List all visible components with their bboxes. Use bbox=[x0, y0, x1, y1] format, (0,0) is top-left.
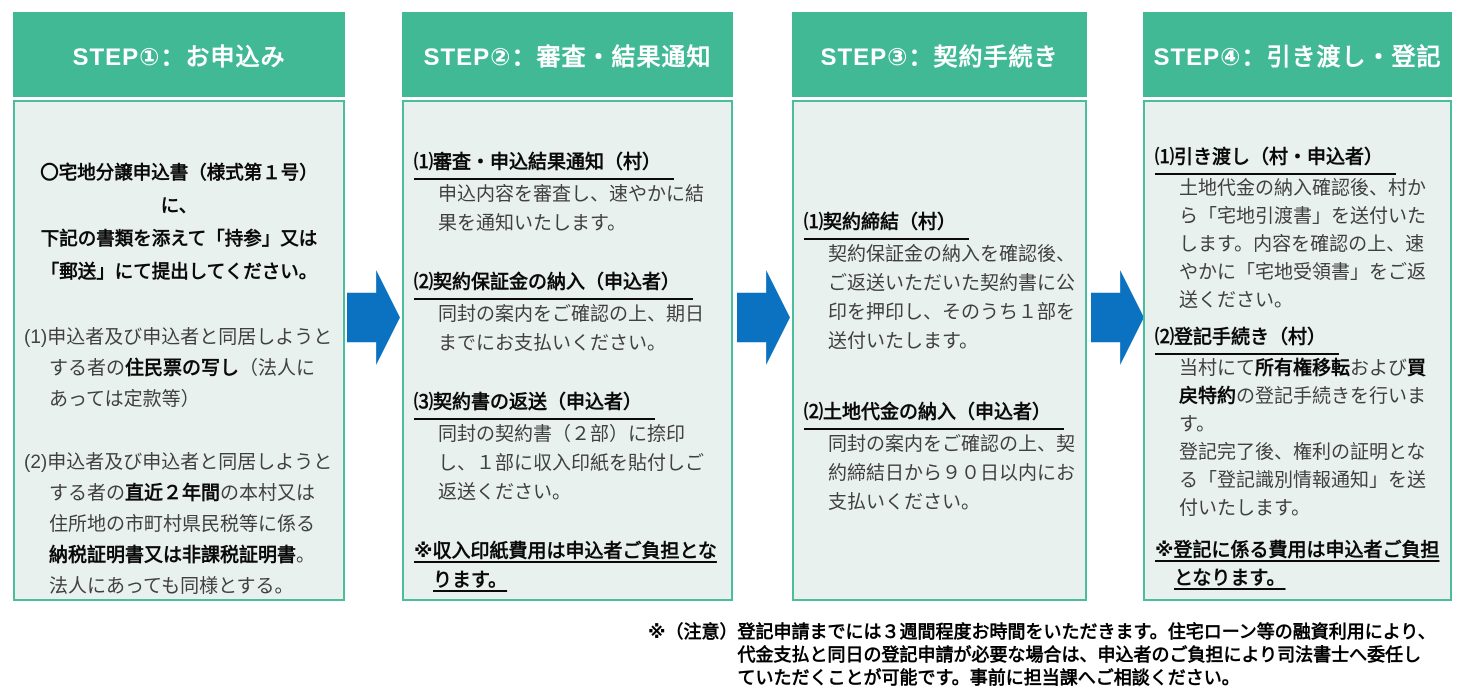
section: ⑵土地代金の納入（申込者） 同封の案内をご確認の上、契約締結日から９０日以内にお… bbox=[804, 398, 1076, 517]
arrow-right-icon-1 bbox=[347, 270, 400, 365]
step-4-title: STEP④：引き渡し・登記 bbox=[1153, 44, 1442, 71]
footer-note: ※（注意） 登記申請までには３週間程度お時間をいただきます。住宅ローン等の融資利… bbox=[648, 621, 1464, 690]
step-1-header: STEP①：お申込み bbox=[13, 12, 345, 97]
step-2-title: STEP②：審査・結果通知 bbox=[423, 44, 712, 71]
step-3-header: STEP③：契約手続き bbox=[792, 12, 1087, 97]
section-heading: ⑵登記手続き（村） bbox=[1155, 324, 1340, 355]
step-panel-4: STEP④：引き渡し・登記 ⑴引き渡し（村・申込者） 土地代金の納入確認後、村か… bbox=[1143, 12, 1452, 601]
step-4-header: STEP④：引き渡し・登記 bbox=[1143, 12, 1452, 97]
section: ⑴引き渡し（村・申込者） 土地代金の納入確認後、村から「宅地引渡書」を送付いたし… bbox=[1155, 144, 1442, 315]
section: ⑵登記手続き（村） 当村にて所有権移転および買戻特約の登記手続きを行います。 登… bbox=[1155, 324, 1442, 523]
step-3-title: STEP③：契約手続き bbox=[820, 44, 1059, 71]
section: ⑴審査・申込結果通知（村） 申込内容を審査し、速やかに結果を通知いたします。 bbox=[414, 148, 722, 238]
section-heading: ⑴審査・申込結果通知（村） bbox=[414, 148, 675, 180]
cost-note: ※登記に係る費用は申込者ご負担となります。 bbox=[1155, 540, 1440, 589]
section-heading: ⑶契約書の返送（申込者） bbox=[414, 388, 656, 420]
step-1-title: STEP①：お申込み bbox=[72, 44, 286, 71]
step-1-body: 〇宅地分譲申込書（様式第１号）に、 下記の書類を添えて「持参」又は 「郵送」にて… bbox=[13, 100, 345, 601]
section-body: 契約保証金の納入を確認後、ご返送いただいた契約書に公印を押印し、そのうち１部を送… bbox=[828, 244, 1076, 352]
step-2-body: ⑴審査・申込結果通知（村） 申込内容を審査し、速やかに結果を通知いたします。 ⑵… bbox=[402, 100, 733, 601]
section-body: 同封の契約書（２部）に捺印し、１部に収入印紙を貼付しご返送ください。 bbox=[438, 424, 705, 503]
step-4-body: ⑴引き渡し（村・申込者） 土地代金の納入確認後、村から「宅地引渡書」を送付いたし… bbox=[1143, 100, 1452, 601]
arrow-right-icon-2 bbox=[737, 270, 790, 365]
arrow-right-icon-3 bbox=[1091, 270, 1144, 365]
footer-note-text: 登記申請までには３週間程度お時間をいただきます。住宅ローン等の融資利用により、 … bbox=[737, 622, 1436, 688]
section-heading: ⑴契約締結（村） bbox=[804, 208, 970, 240]
step-1-intro: 〇宅地分譲申込書（様式第１号）に、 下記の書類を添えて「持参」又は 「郵送」にて… bbox=[40, 162, 318, 282]
section-body: 同封の案内をご確認の上、契約締結日から９０日以内にお支払いください。 bbox=[828, 434, 1076, 513]
section-body: 土地代金の納入確認後、村から「宅地引渡書」を送付いたします。内容を確認の上、速や… bbox=[1179, 178, 1427, 311]
step-panel-3: STEP③：契約手続き ⑴契約締結（村） 契約保証金の納入を確認後、ご返送いただ… bbox=[792, 12, 1087, 601]
section: ⑶契約書の返送（申込者） 同封の契約書（２部）に捺印し、１部に収入印紙を貼付しご… bbox=[414, 388, 722, 507]
section-heading: ⑵契約保証金の納入（申込者） bbox=[414, 268, 694, 300]
section: ⑵契約保証金の納入（申込者） 同封の案内をご確認の上、期日までにお支払いください… bbox=[414, 268, 722, 358]
section-body: 申込内容を審査し、速やかに結果を通知いたします。 bbox=[438, 184, 705, 234]
step-panel-1: STEP①：お申込み 〇宅地分譲申込書（様式第１号）に、 下記の書類を添えて「持… bbox=[13, 12, 345, 601]
requirement-item-2: (2)申込者及び申込者と同居しようとする者の直近２年間の本村又は住所地の市町村県… bbox=[24, 452, 333, 597]
section-body: 当村にて所有権移転および買戻特約の登記手続きを行います。 登記完了後、権利の証明… bbox=[1179, 358, 1427, 519]
section-heading: ⑵土地代金の納入（申込者） bbox=[804, 398, 1065, 430]
section-body: 同封の案内をご確認の上、期日までにお支払いください。 bbox=[438, 304, 705, 354]
footer-note-label: ※（注意） bbox=[648, 622, 738, 642]
step-3-body: ⑴契約締結（村） 契約保証金の納入を確認後、ご返送いただいた契約書に公印を押印し… bbox=[792, 100, 1087, 601]
section: ⑴契約締結（村） 契約保証金の納入を確認後、ご返送いただいた契約書に公印を押印し… bbox=[804, 208, 1076, 356]
section-heading: ⑴引き渡し（村・申込者） bbox=[1155, 144, 1397, 175]
requirement-item-1: (1)申込者及び申込者と同居しようとする者の住民票の写し（法人にあっては定款等） bbox=[24, 327, 333, 410]
step-2-header: STEP②：審査・結果通知 bbox=[402, 12, 733, 97]
cost-note: ※収入印紙費用は申込者ご負担となります。 bbox=[414, 541, 717, 591]
step-panel-2: STEP②：審査・結果通知 ⑴審査・申込結果通知（村） 申込内容を審査し、速やか… bbox=[402, 12, 733, 601]
